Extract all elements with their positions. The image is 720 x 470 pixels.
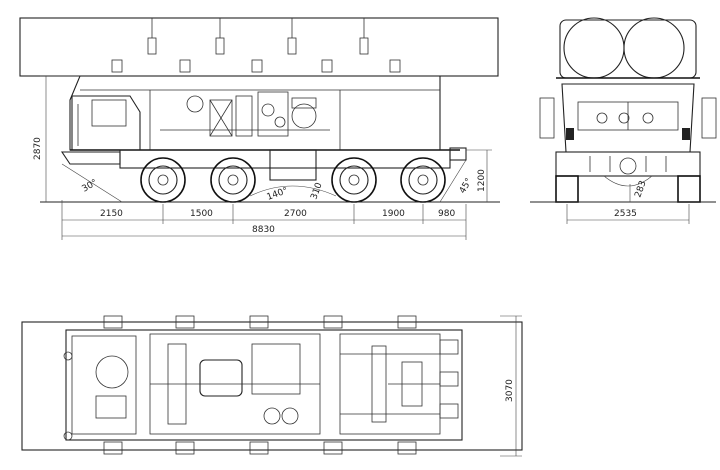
side-machinery	[160, 91, 330, 137]
small-dim-label: 310	[309, 181, 324, 201]
front-tank-left	[563, 17, 625, 79]
side-lifting-lugs	[111, 18, 401, 73]
side-fuel-tank	[269, 149, 317, 181]
front-marker-lights	[566, 128, 690, 140]
track-label: 2535	[614, 209, 637, 219]
front-grille	[589, 156, 667, 175]
side-rear-hitch	[449, 147, 467, 161]
front-view: 283 2535	[530, 17, 717, 224]
front-clearance-label: 283	[633, 179, 648, 199]
segment-2-label: 1500	[190, 209, 213, 219]
side-wheel-4	[400, 157, 446, 203]
top-chassis	[65, 329, 463, 441]
top-engine-block	[199, 359, 243, 397]
side-view: 30° 45° 140° 310 2870 1200 2150 1500 270…	[19, 17, 500, 240]
ramp-angle-label: 140°	[266, 186, 290, 203]
top-width-label: 3070	[505, 379, 515, 402]
side-front-bumper	[60, 151, 121, 165]
ground-clearance-label: 1200	[477, 169, 487, 192]
approach-angle-line	[61, 163, 123, 203]
top-view: 3070	[21, 315, 523, 457]
ramp-angle-arc	[249, 185, 337, 197]
approach-angle-label: 30°	[81, 178, 100, 195]
front-tank-right	[623, 17, 685, 79]
segment-1-label: 2150	[100, 209, 123, 219]
front-bumper	[555, 151, 701, 177]
side-cargo-rack	[19, 17, 499, 77]
side-cab-window	[91, 99, 127, 127]
side-wheel-1	[140, 157, 186, 203]
side-body	[69, 75, 441, 151]
side-cab	[71, 95, 141, 151]
overall-height-label: 2870	[33, 137, 43, 160]
top-cab	[71, 335, 137, 435]
front-mirror-right	[701, 97, 717, 139]
segment-5-label: 980	[438, 209, 455, 219]
top-rear-equipment	[63, 339, 459, 441]
departure-angle-line	[439, 159, 467, 203]
side-wheel-3	[331, 157, 377, 203]
segment-4-label: 1900	[382, 209, 405, 219]
top-outer-frame	[21, 321, 523, 451]
side-wheel-2	[210, 157, 256, 203]
length-segments: 2150 1500 2700 1900 980	[61, 200, 467, 240]
front-wheel-left	[555, 175, 579, 203]
departure-angle-label: 45°	[458, 177, 475, 196]
front-windscreen	[577, 101, 679, 131]
overall-length-label: 8830	[252, 225, 275, 235]
front-wheel-right	[677, 175, 701, 203]
front-clearance-arc	[603, 175, 653, 187]
front-mirror-left	[539, 97, 555, 139]
top-spare-wheel	[95, 355, 129, 389]
segment-3-label: 2700	[284, 209, 307, 219]
top-clamps	[103, 315, 417, 455]
